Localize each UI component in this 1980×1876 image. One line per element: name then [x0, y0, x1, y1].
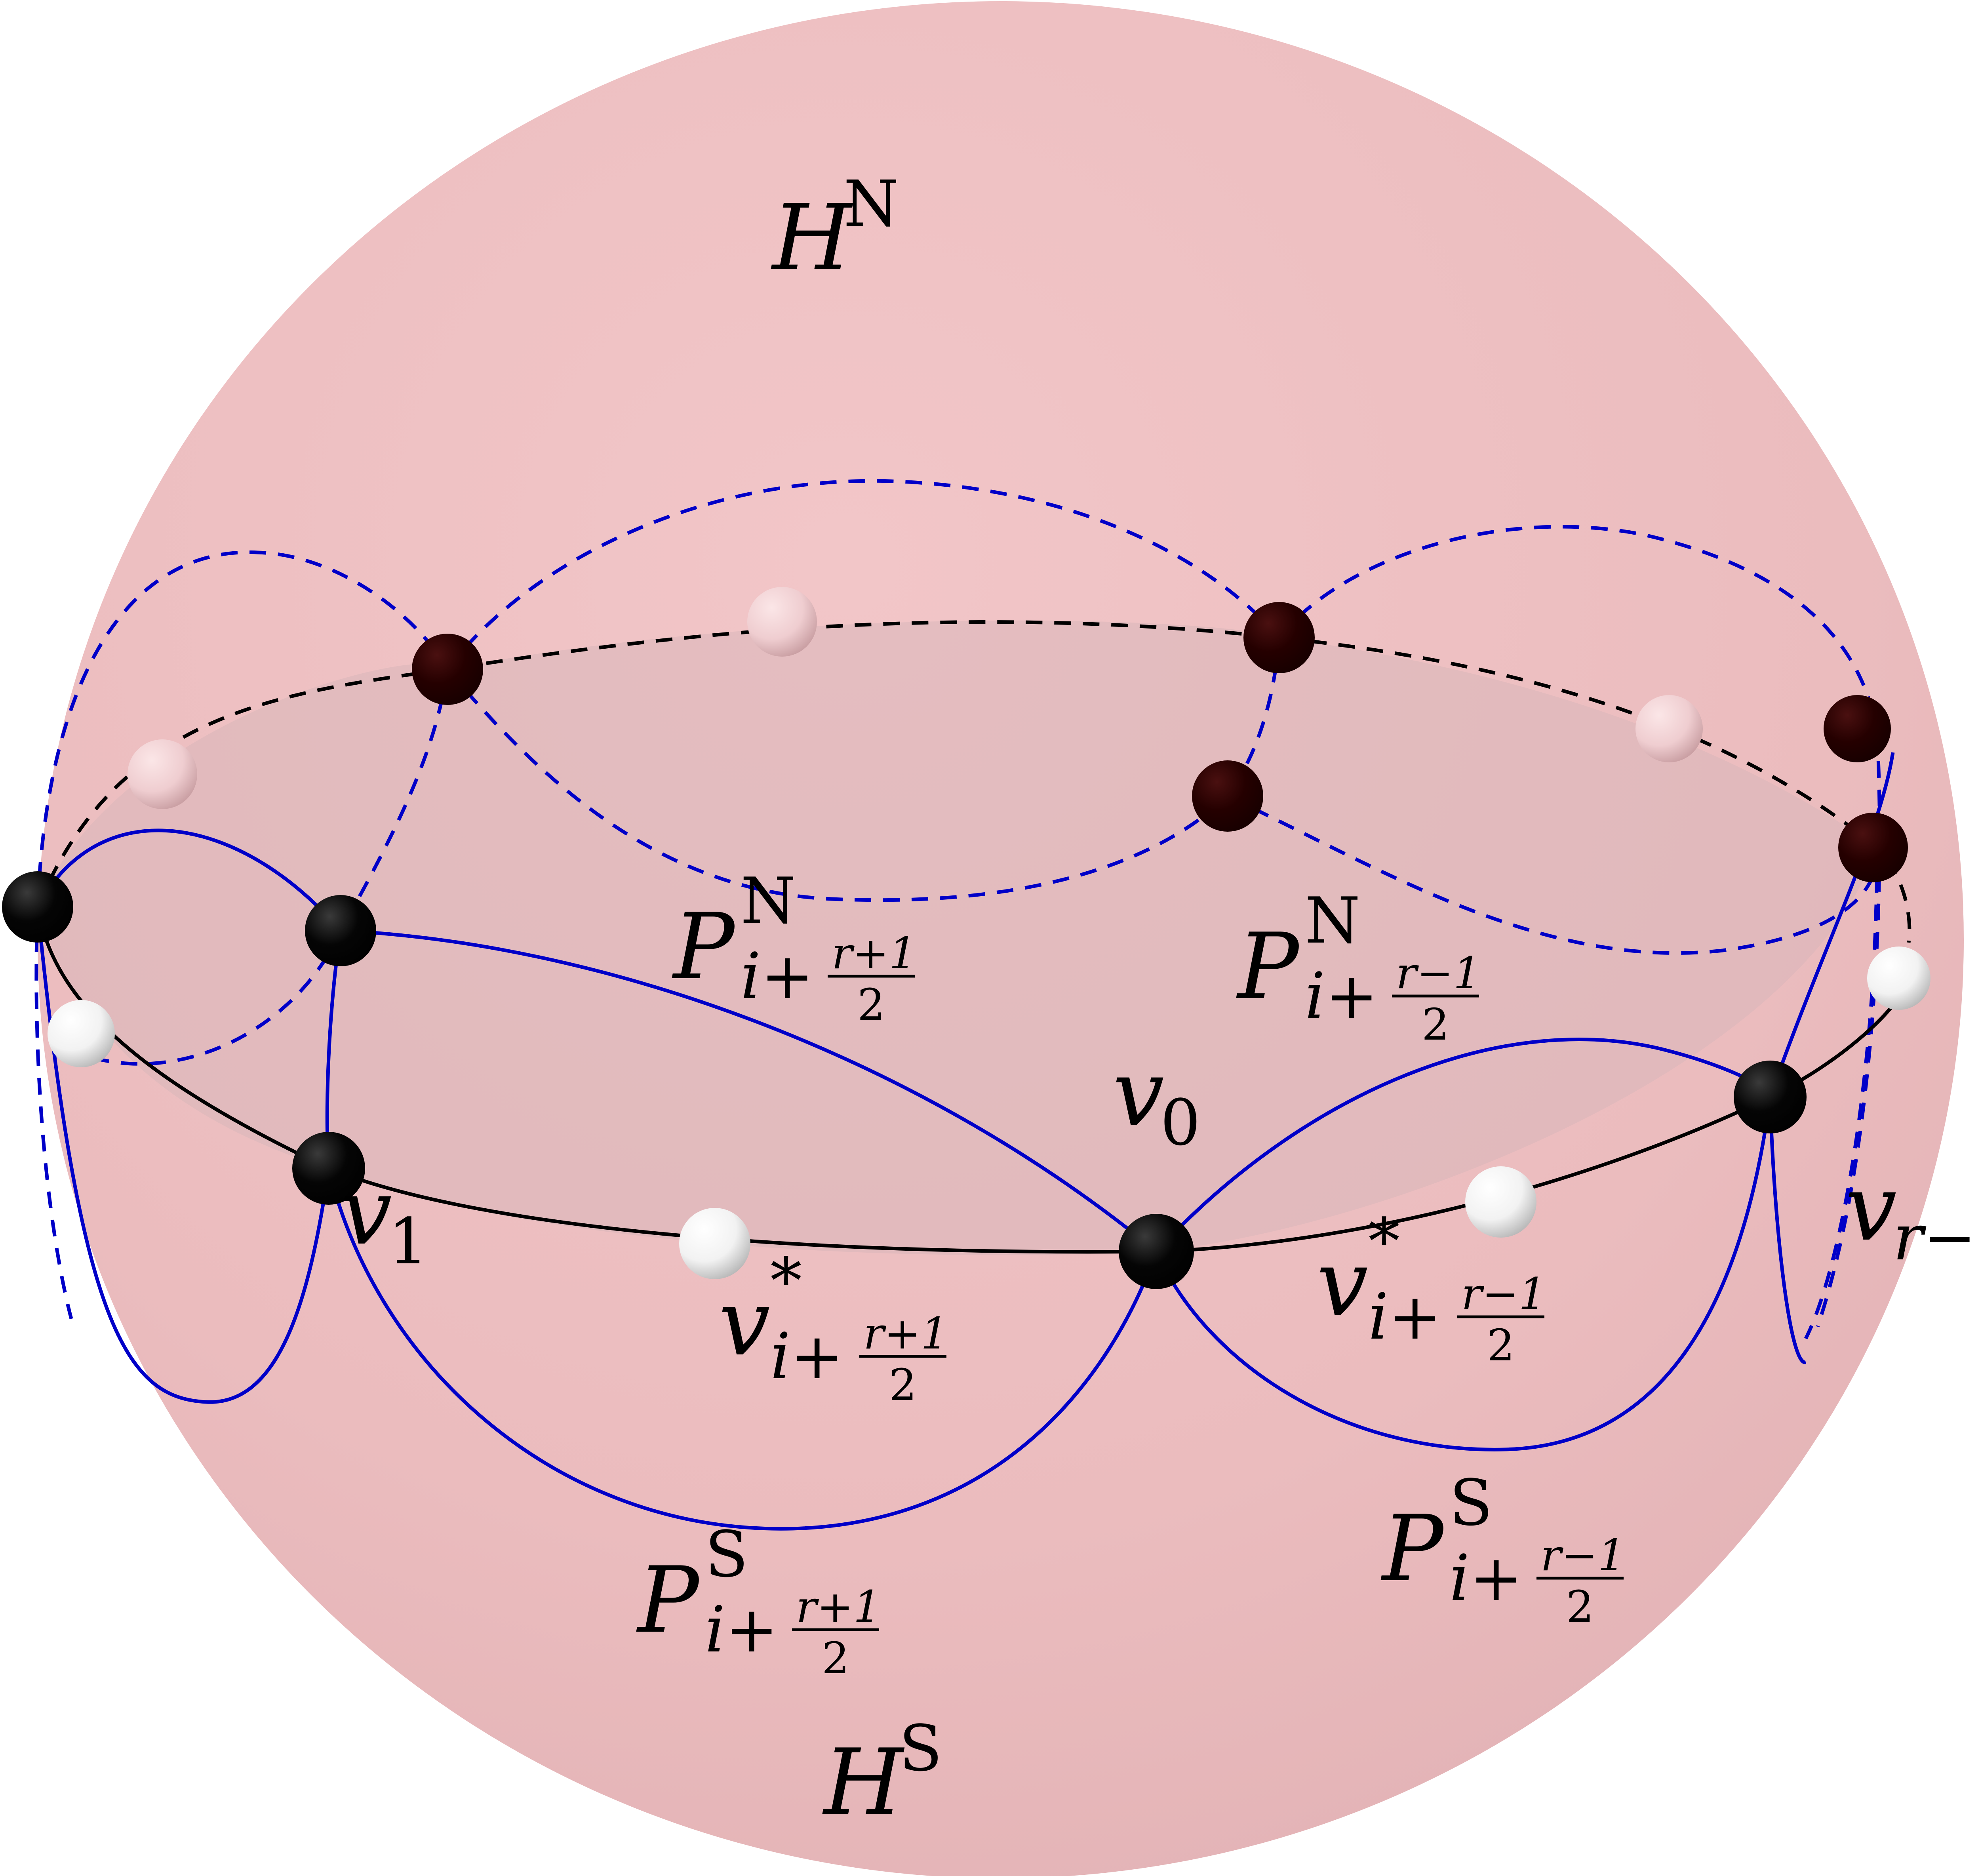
svg-text:2: 2 — [857, 979, 885, 1030]
svg-text:r−1: r−1 — [1396, 948, 1481, 998]
svg-text:N: N — [741, 864, 796, 938]
label-PN-plus: P N i+ r+1 2 — [672, 864, 917, 1030]
label-vstar-plus: v * i+ r+1 2 — [719, 1244, 948, 1410]
hidden-equator — [36, 620, 1911, 943]
label-PS-minus: P S i+ r−1 2 — [1380, 1466, 1626, 1632]
hidden-vertex — [1243, 602, 1315, 673]
svg-text:N: N — [843, 167, 899, 241]
svg-text:S: S — [1449, 1466, 1493, 1540]
svg-text:i+: i+ — [770, 1319, 843, 1393]
svg-text:P: P — [1380, 1496, 1445, 1602]
visible-dual-vertices — [48, 947, 1930, 1279]
svg-text:v: v — [1845, 1156, 1897, 1261]
svg-text:r+1: r+1 — [863, 1308, 948, 1359]
svg-text:*: * — [1368, 1204, 1400, 1278]
vertex-upper-left — [305, 895, 376, 966]
hidden-vertex — [1824, 695, 1891, 762]
svg-text:i+: i+ — [741, 939, 814, 1013]
hidden-dual-vertices — [128, 587, 1703, 809]
svg-text:S: S — [899, 1711, 942, 1785]
svg-text:r−1: r−1 — [1893, 1200, 1980, 1274]
hidden-vertex — [1192, 760, 1263, 832]
dual-vertex-left — [48, 1000, 115, 1067]
label-PN-minus: P N i+ r−1 2 — [1236, 884, 1481, 1050]
label-v0: v 0 — [1113, 1041, 1201, 1160]
svg-text:N: N — [1305, 884, 1360, 958]
svg-text:*: * — [770, 1244, 802, 1318]
label-v1: v 1 — [341, 1160, 428, 1278]
vertex-v1 — [292, 1132, 365, 1205]
vertex-v0 — [1119, 1214, 1194, 1289]
shaded-band — [38, 620, 1877, 1255]
svg-text:i+: i+ — [1368, 1280, 1441, 1354]
svg-text:P: P — [1236, 914, 1300, 1020]
label-north-region: H N — [771, 167, 899, 291]
label-vr1: v r−1 — [1845, 1156, 1980, 1274]
dual-vertex-vstar-plus — [679, 1208, 750, 1279]
label-south-region: H S — [822, 1711, 942, 1836]
svg-text:2: 2 — [1487, 1320, 1515, 1371]
svg-text:0: 0 — [1160, 1086, 1201, 1160]
hidden-vertices — [412, 602, 1908, 882]
svg-text:v: v — [1113, 1041, 1164, 1147]
svg-text:2: 2 — [822, 1633, 849, 1684]
svg-text:2: 2 — [1422, 999, 1449, 1050]
hidden-vertex — [1838, 813, 1908, 882]
svg-text:r+1: r+1 — [832, 928, 917, 979]
svg-text:1: 1 — [388, 1204, 428, 1278]
svg-text:r−1: r−1 — [1540, 1530, 1626, 1581]
visible-vertices — [2, 871, 1807, 1289]
svg-text:H: H — [822, 1730, 905, 1836]
svg-text:v: v — [341, 1160, 392, 1265]
svg-text:S: S — [705, 1517, 748, 1591]
hidden-dual-vertex — [1635, 695, 1703, 762]
svg-text:r−1: r−1 — [1461, 1268, 1546, 1319]
svg-text:H: H — [771, 185, 853, 291]
dual-vertex-vstar-minus — [1465, 1166, 1536, 1238]
svg-text:2: 2 — [1566, 1581, 1594, 1632]
dual-vertex-right — [1867, 947, 1930, 1010]
svg-text:v: v — [1317, 1231, 1368, 1337]
svg-text:v: v — [719, 1270, 770, 1376]
hidden-dual-vertex — [747, 587, 817, 657]
svg-text:i+: i+ — [1305, 959, 1378, 1033]
svg-text:r+1: r+1 — [796, 1581, 881, 1632]
svg-text:i+: i+ — [1449, 1541, 1523, 1615]
svg-text:i+: i+ — [705, 1592, 778, 1666]
hidden-vertex — [412, 634, 483, 705]
vertex-left-edge — [2, 871, 73, 943]
label-PS-plus: P S i+ r+1 2 — [636, 1517, 881, 1684]
svg-text:2: 2 — [889, 1360, 917, 1410]
hidden-dual-vertex — [128, 739, 197, 809]
svg-text:P: P — [636, 1548, 701, 1653]
svg-text:P: P — [672, 894, 736, 1000]
label-vstar-minus: v * i+ r−1 2 — [1317, 1204, 1546, 1371]
vertex-vr1 — [1734, 1061, 1807, 1133]
